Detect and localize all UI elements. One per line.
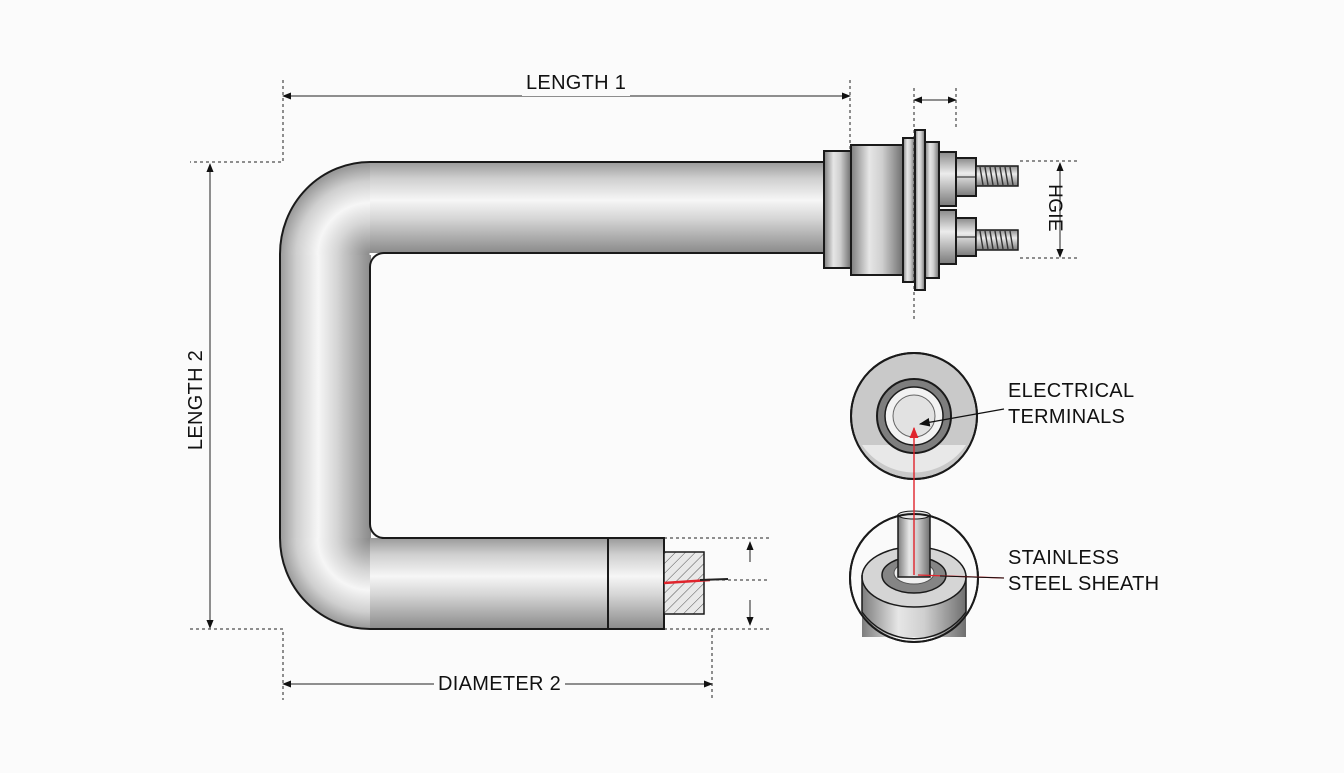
stud-thread: [999, 166, 1004, 186]
tube-body: [279, 161, 825, 630]
length-1-label: LENGTH 1: [522, 70, 631, 96]
length-2-label: LENGTH 2: [185, 349, 207, 451]
tube-end-cap: [607, 537, 729, 630]
terminals-label-line-1: ELECTRICAL: [1008, 380, 1135, 402]
stud-thread: [989, 166, 994, 186]
stud-thread: [989, 230, 994, 250]
stud-thread: [979, 166, 984, 186]
sheath-label-line-1: STAINLESS: [1008, 547, 1120, 569]
sheath-label-line-2: STEEL SHEATH: [1008, 573, 1160, 595]
stud-thread: [1009, 230, 1014, 250]
stud-thread: [999, 230, 1004, 250]
stud-thread: [1009, 166, 1014, 186]
stud-thread: [994, 166, 999, 186]
stud-thread: [1004, 230, 1009, 250]
diameter-2-label: DIAMETER 2: [434, 671, 566, 697]
stud-thread: [1004, 166, 1009, 186]
stud-thread: [984, 166, 989, 186]
stainless-steel-sheath-label: STAINLESS STEEL SHEATH: [1008, 545, 1159, 597]
sheath-detail: [849, 426, 1005, 643]
stud-thread: [994, 230, 999, 250]
stud-thread: [984, 230, 989, 250]
terminals-cross-section: [850, 352, 1005, 480]
terminal-fitting: [823, 129, 1019, 291]
terminals-label-line-2: TERMINALS: [1008, 406, 1126, 428]
electrical-terminals-label: ELECTRICAL TERMINALS: [1008, 378, 1134, 430]
stud-thread: [979, 230, 984, 250]
height-label: HGIE: [1044, 184, 1065, 232]
